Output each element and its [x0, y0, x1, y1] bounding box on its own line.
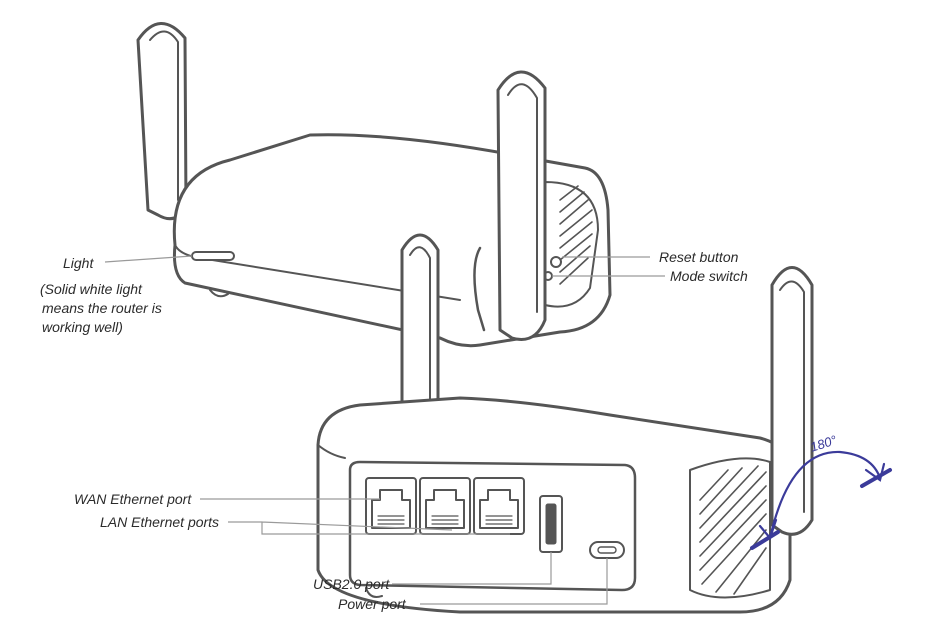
- usb-leader: [392, 552, 552, 585]
- light-note-line-3: working well): [42, 319, 123, 335]
- mode-switch-label: Mode switch: [670, 268, 748, 284]
- lan-ports-label: LAN Ethernet ports: [100, 514, 220, 530]
- lan-leader: [228, 521, 510, 535]
- power-port-label: Power port: [338, 596, 406, 612]
- lan-ethernet-port-2: [473, 477, 525, 535]
- usb-port-label: USB2.0 port: [313, 576, 390, 592]
- rotation-arrow: [750, 450, 892, 550]
- bottom-right-antenna: [770, 266, 814, 536]
- power-leader: [420, 558, 608, 605]
- reset-button-icon: [550, 256, 562, 268]
- leader-lines: [104, 255, 665, 605]
- light-note-line-2: means the router is: [42, 300, 162, 316]
- status-light: [191, 251, 235, 261]
- top-router: [136, 22, 612, 348]
- wan-port-label: WAN Ethernet port: [74, 491, 192, 507]
- light-note-line-1: (Solid white light: [40, 281, 142, 297]
- reset-button-label: Reset button: [659, 249, 739, 265]
- light-leader: [104, 255, 193, 263]
- wan-ethernet-port: [365, 477, 417, 535]
- lan-ethernet-port-1: [419, 477, 471, 535]
- light-label: Light: [63, 255, 94, 271]
- top-side-vent: [544, 181, 599, 308]
- top-front-antenna-right: [496, 70, 547, 341]
- bottom-side-vent: [689, 457, 771, 599]
